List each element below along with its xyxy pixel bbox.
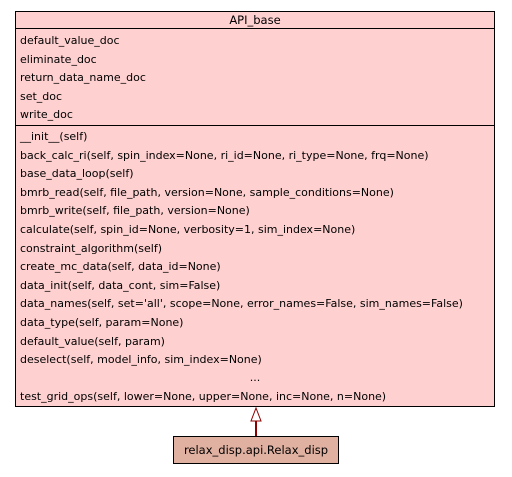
inheritance-arrowhead bbox=[250, 406, 262, 422]
method-item: data_init(self, data_cont, sim=False) bbox=[20, 278, 221, 292]
method-item-last: test_grid_ops(self, lower=None, upper=No… bbox=[20, 390, 387, 404]
attribute-item: default_value_doc bbox=[20, 34, 120, 47]
attribute-list: default_value_doc eliminate_doc return_d… bbox=[16, 29, 494, 126]
method-item: data_names(self, set='all', scope=None, … bbox=[20, 297, 463, 311]
attribute-item: write_doc bbox=[20, 108, 73, 122]
derived-class-title: relax_disp.api.Relax_disp bbox=[183, 443, 329, 457]
method-item: default_value(self, param) bbox=[20, 334, 165, 348]
method-item: data_type(self, param=None) bbox=[20, 315, 184, 329]
method-item: bmrb_write(self, file_path, version=None… bbox=[20, 204, 250, 218]
method-item: deselect(self, model_info, sim_index=Non… bbox=[20, 353, 262, 367]
method-item: back_calc_ri(self, spin_index=None, ri_i… bbox=[20, 148, 429, 162]
base-class-box[interactable]: API_base default_value_doc eliminate_doc… bbox=[15, 11, 495, 407]
method-ellipsis: ... bbox=[249, 370, 261, 384]
attribute-item: return_data_name_doc bbox=[20, 71, 146, 85]
base-class-title: API_base bbox=[16, 12, 494, 29]
method-item: bmrb_read(self, file_path, version=None,… bbox=[20, 185, 394, 199]
method-list: __init__(self) back_calc_ri(self, spin_i… bbox=[16, 126, 494, 407]
attribute-item: eliminate_doc bbox=[20, 52, 97, 66]
attribute-item: set_doc bbox=[20, 89, 63, 103]
method-item: calculate(self, spin_id=None, verbosity=… bbox=[20, 222, 356, 236]
derived-class-box[interactable]: relax_disp.api.Relax_disp bbox=[173, 436, 339, 464]
method-item: __init__(self) bbox=[20, 130, 88, 143]
method-item: constraint_algorithm(self) bbox=[20, 241, 162, 255]
method-item: base_data_loop(self) bbox=[20, 167, 134, 181]
method-item: create_mc_data(self, data_id=None) bbox=[20, 260, 221, 274]
